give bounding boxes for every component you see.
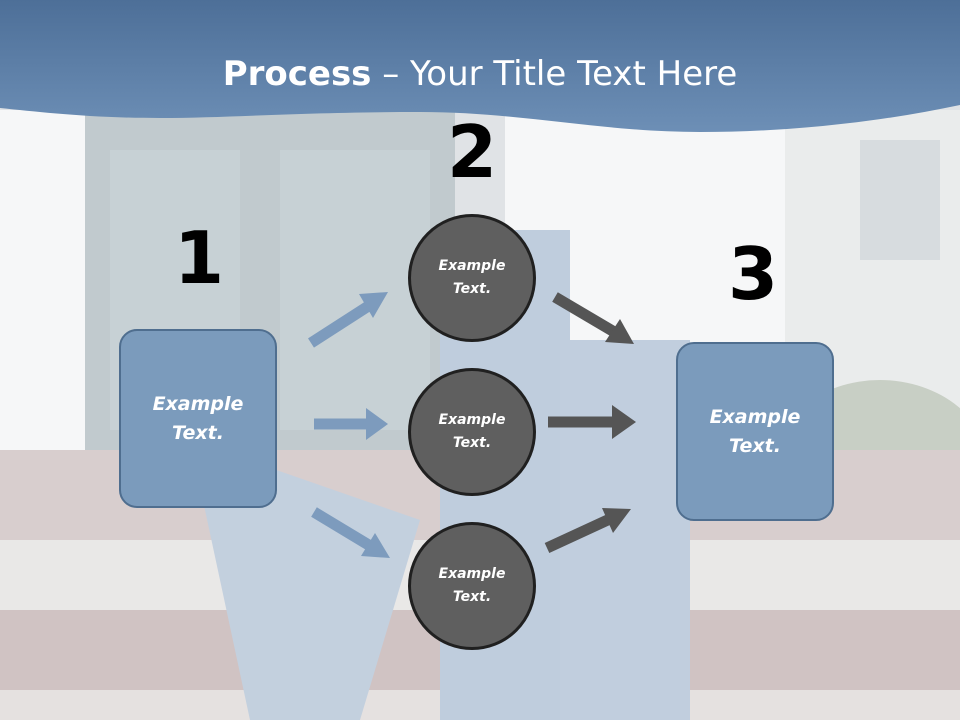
title-bold: Process <box>222 54 372 94</box>
blue-arrow-up <box>308 292 388 348</box>
step-number-2: 2 <box>446 110 498 194</box>
circle-top-label: Example Text. <box>438 258 506 297</box>
circle-bottom: Example Text. <box>408 522 536 650</box>
right-box-label: Example Text. <box>709 405 801 457</box>
circle-middle: Example Text. <box>408 368 536 496</box>
slide-title: Process – Your Title Text Here <box>0 52 960 96</box>
dark-arrow-down <box>552 292 634 344</box>
title-rest: – Your Title Text Here <box>371 54 738 94</box>
circle-top: Example Text. <box>408 214 536 342</box>
dark-arrow-middle <box>548 405 636 439</box>
dark-arrow-up <box>544 508 631 553</box>
left-box-label: Example Text. <box>152 392 244 444</box>
blue-arrow-middle <box>314 408 388 440</box>
step-number-3: 3 <box>727 232 779 316</box>
circle-middle-label: Example Text. <box>438 412 506 451</box>
header-banner <box>0 0 960 132</box>
blue-arrow-down <box>311 507 390 558</box>
step-number-1: 1 <box>173 216 225 300</box>
right-process-box: Example Text. <box>676 342 834 521</box>
left-process-box: Example Text. <box>119 329 277 508</box>
circle-bottom-label: Example Text. <box>438 566 506 605</box>
